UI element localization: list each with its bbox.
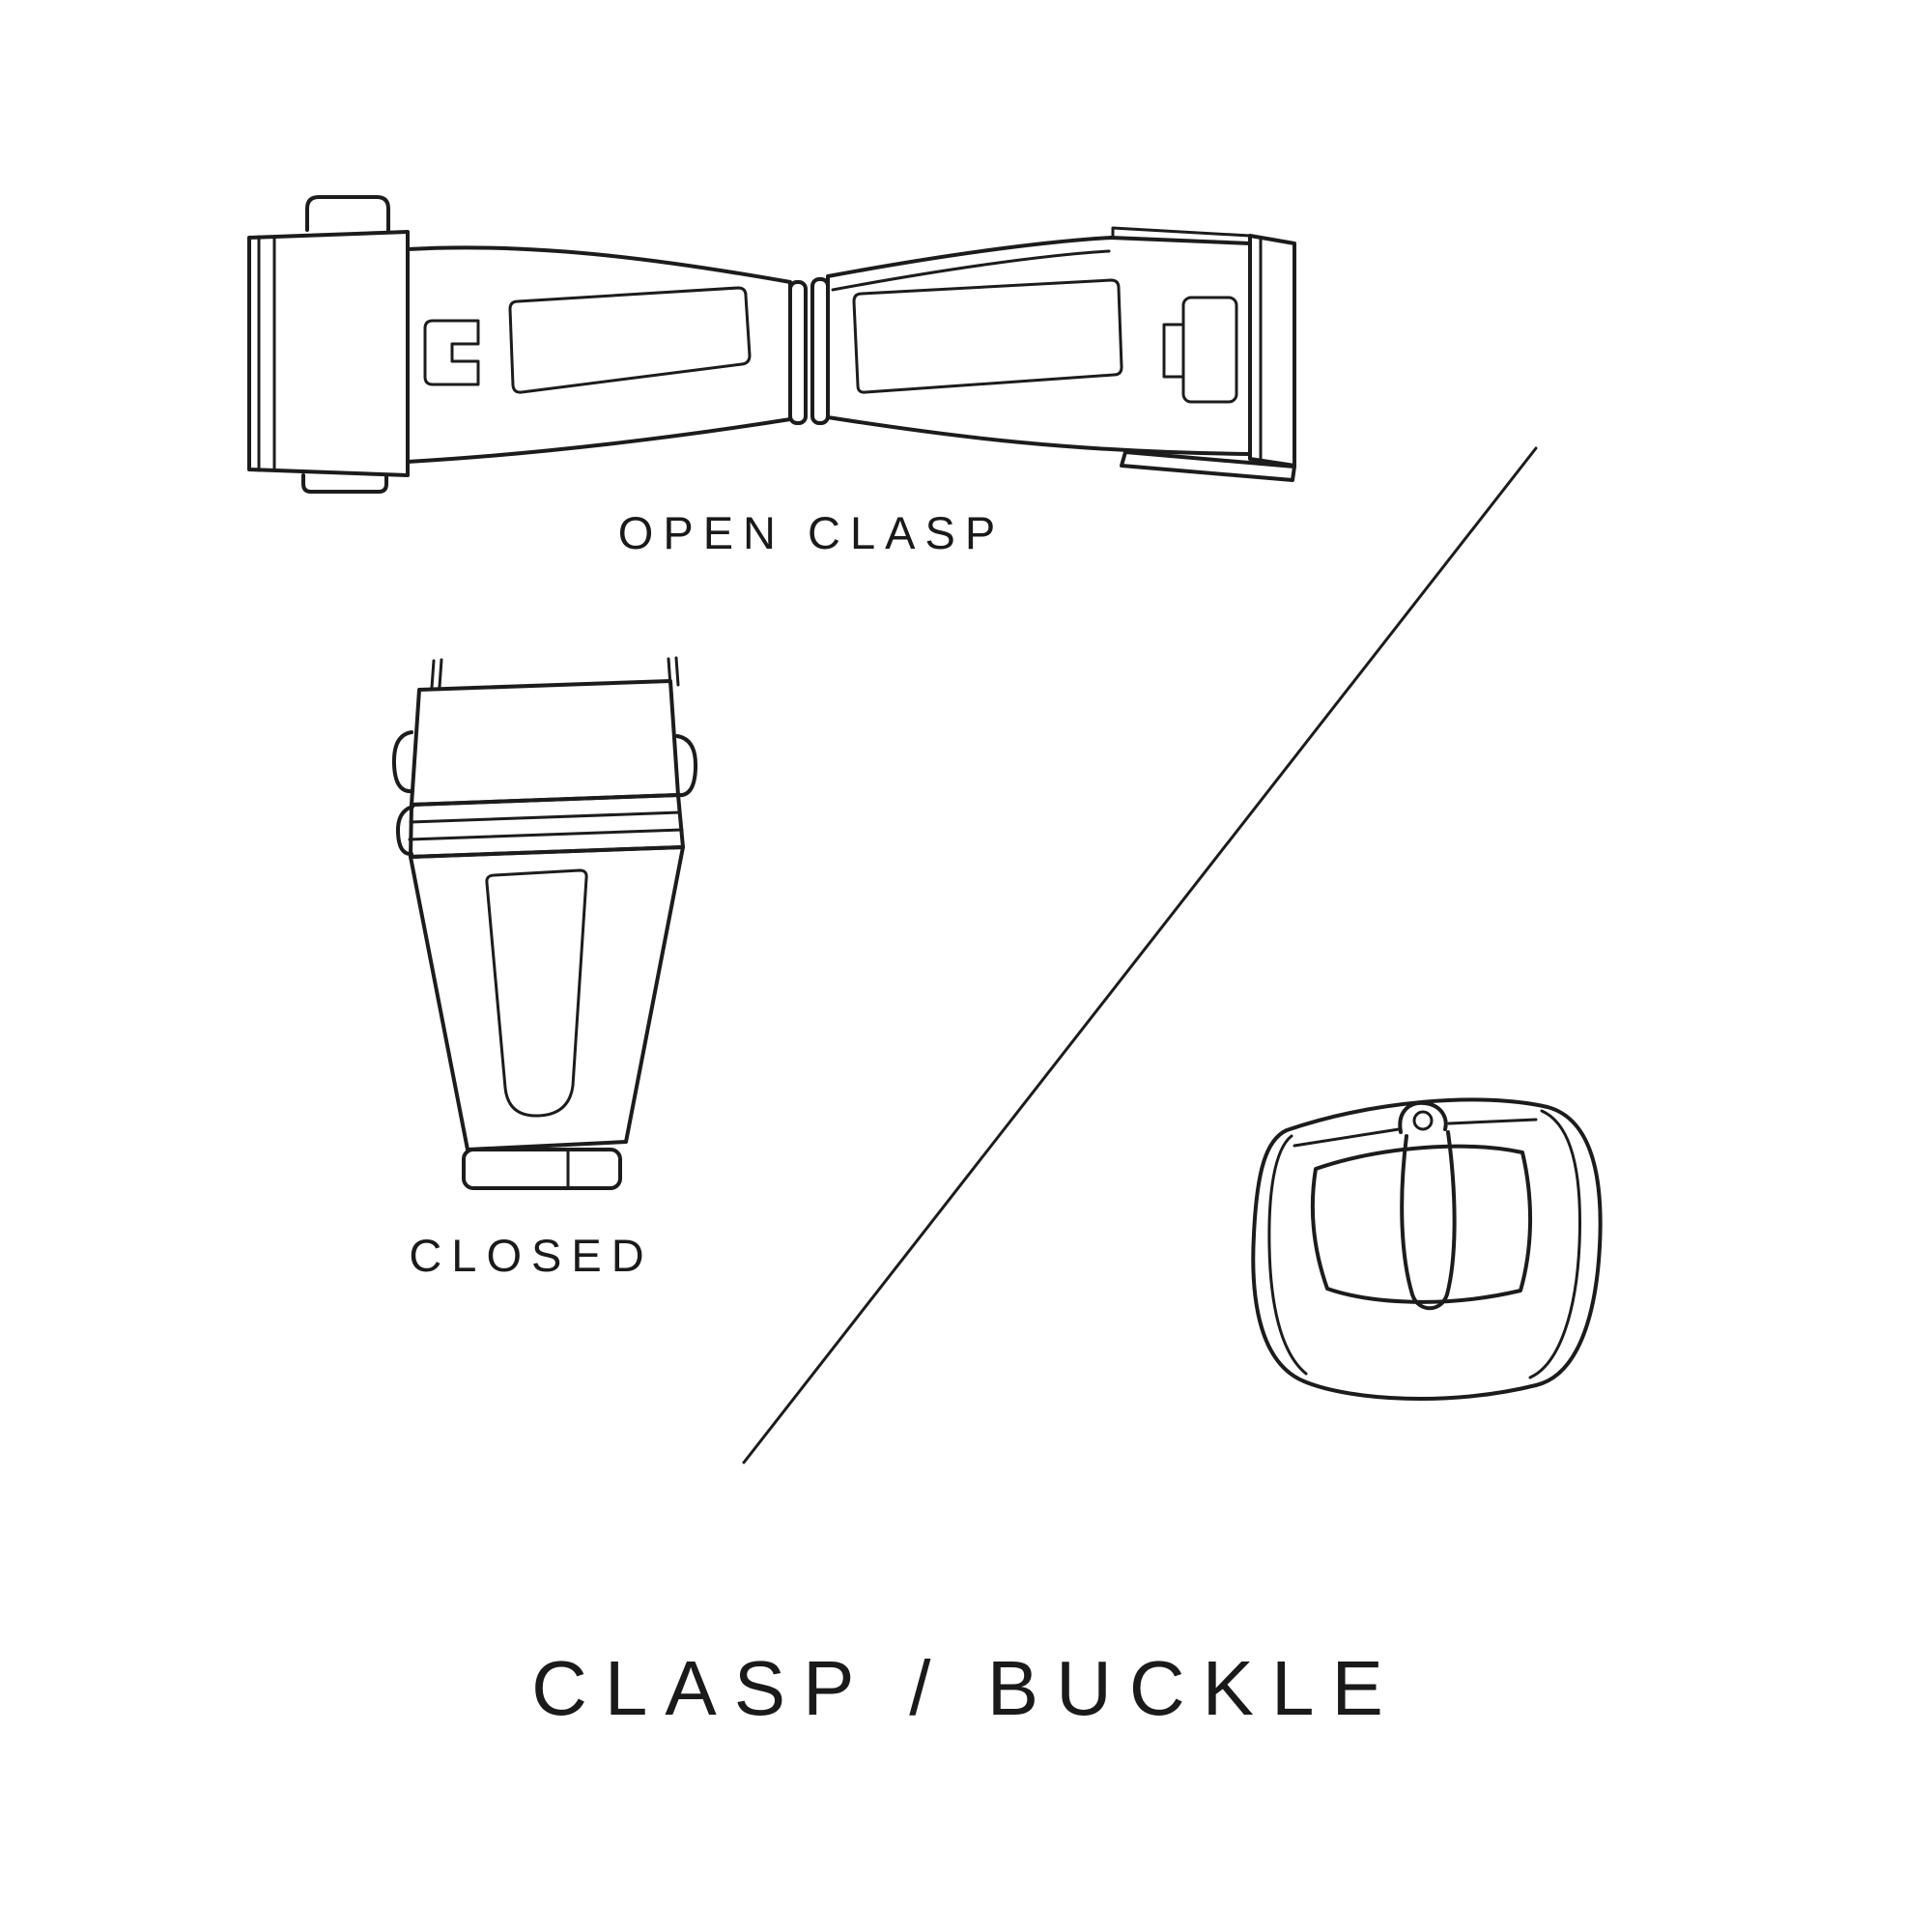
clasp-right-top-step xyxy=(1111,226,1252,240)
clasp-hinge-right xyxy=(810,277,830,425)
closed-clasp-body xyxy=(409,845,685,1151)
clasp-right-slot xyxy=(852,278,1123,394)
closed-clasp-right-bump xyxy=(675,734,698,798)
buckle-left-edge-line xyxy=(1267,1134,1308,1376)
closed-clasp-top-cover xyxy=(410,679,680,807)
diagram-title: CLASP / BUCKLE xyxy=(531,1645,1401,1731)
clasp-right-arm xyxy=(826,236,1252,456)
closed-clasp-slot xyxy=(485,868,588,1118)
clasp-left-top-tab xyxy=(305,195,390,232)
buckle-pin-loop xyxy=(1398,1100,1448,1134)
buckle-bar-right xyxy=(1447,1118,1538,1125)
buckle-bar-left xyxy=(1293,1127,1401,1148)
clasp-right-catch xyxy=(1181,296,1238,404)
closed-clasp-left-notch xyxy=(395,805,414,857)
clasp-left-end-link xyxy=(247,230,410,477)
closed-clasp-band-line-2 xyxy=(408,828,684,841)
closed-clasp-foot xyxy=(462,1148,622,1190)
closed-clasp-left-prong xyxy=(430,658,443,690)
open-clasp-illustration xyxy=(247,195,1296,494)
clasp-left-slot xyxy=(508,286,752,394)
clasp-right-bottom-lip xyxy=(1120,450,1296,482)
tang-buckle-illustration xyxy=(1251,1097,1603,1401)
clasp-left-catch-notch xyxy=(423,319,480,386)
clasp-left-bottom-tab xyxy=(301,473,388,494)
buckle-pin xyxy=(1400,1130,1457,1311)
open-clasp-label: OPEN CLASP xyxy=(617,507,1006,558)
clasp-hinge-left xyxy=(788,280,808,425)
buckle-frame-outer xyxy=(1251,1097,1603,1401)
buckle-right-edge-line xyxy=(1528,1109,1581,1379)
clasp-right-end-link xyxy=(1248,234,1296,468)
clasp-right-catch-tab xyxy=(1162,323,1185,379)
divider-line xyxy=(742,446,1538,1464)
clasp-right-arm-fold-line xyxy=(831,249,1111,292)
closed-label: CLOSED xyxy=(409,1230,654,1281)
closed-clasp-illustration xyxy=(391,656,698,1190)
buckle-pin-loop-ring xyxy=(1412,1110,1434,1131)
clasp-left-arm xyxy=(406,245,792,464)
buckle-inner-opening xyxy=(1310,1144,1533,1304)
closed-clasp-band-line-1 xyxy=(409,810,682,824)
closed-clasp-left-bump xyxy=(391,730,414,794)
